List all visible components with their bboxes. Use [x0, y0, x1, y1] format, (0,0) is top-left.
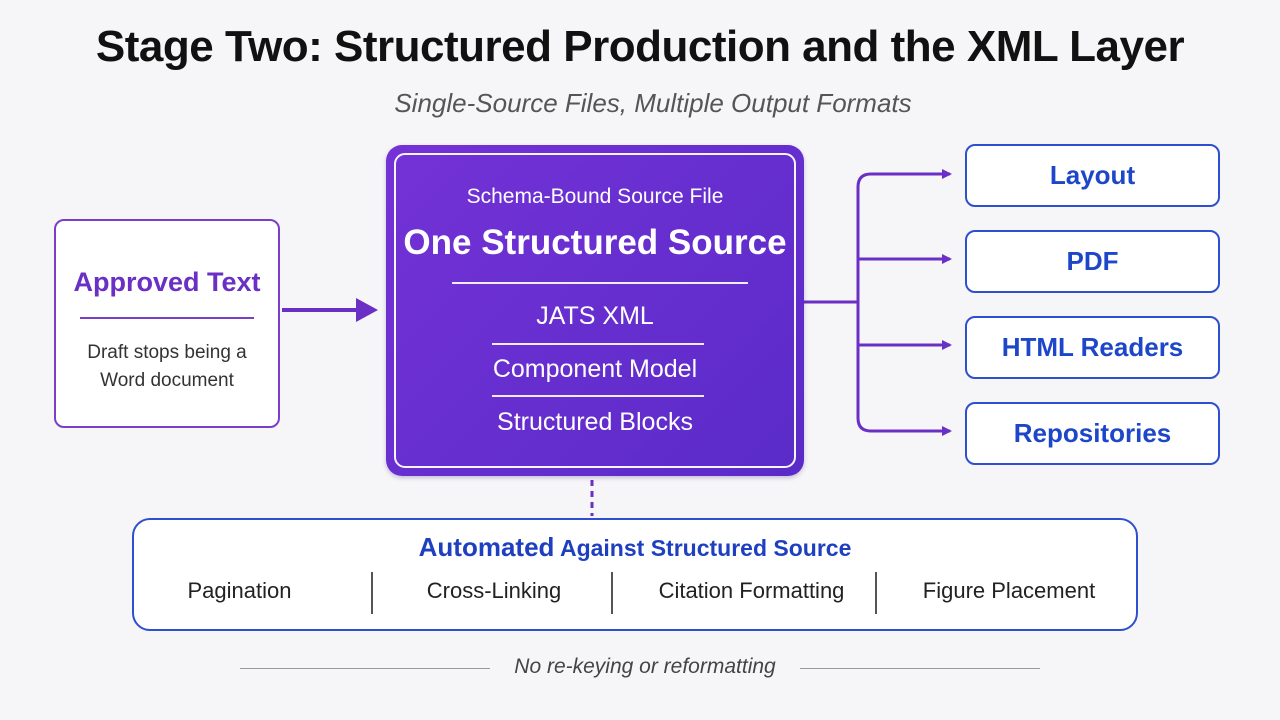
structured-source-inner-frame: [394, 153, 796, 468]
footer-note: No re-keying or reformatting: [514, 655, 776, 678]
output-bus: [856, 172, 872, 433]
task-citation-formatting: Citation Formatting: [658, 578, 845, 603]
footer-rule-right: [800, 668, 1040, 669]
automation-title-lead: Automated: [418, 532, 555, 562]
source-item-component-model: Component Model: [492, 355, 698, 383]
output-pdf: PDF: [965, 230, 1220, 293]
automation-title-rest: Against Structured Source: [559, 535, 852, 561]
footer-rule-left: [240, 668, 490, 669]
source-item-rule: [492, 395, 704, 397]
approved-text-divider: [80, 317, 254, 319]
automation-title: Automated Against Structured Source: [134, 532, 1136, 563]
source-item-jats: JATS XML: [536, 302, 654, 330]
source-item-structured-blocks: Structured Blocks: [497, 408, 693, 436]
source-kicker: Schema-Bound Source File: [466, 185, 724, 208]
page-title: Stage Two: Structured Production and the…: [95, 22, 1185, 71]
approved-text-title: Approved Text: [73, 267, 261, 297]
page-subtitle: Single-Source Files, Multiple Output For…: [394, 88, 912, 118]
structured-source-box: Schema-Bound Source File One Structured …: [386, 145, 804, 476]
task-figure-placement: Figure Placement: [922, 578, 1096, 603]
source-title-rule: [452, 282, 748, 284]
task-pagination: Pagination: [187, 578, 292, 603]
task-separator: [875, 572, 877, 614]
source-title: One Structured Source: [403, 223, 787, 262]
output-layout: Layout: [965, 144, 1220, 207]
approved-text-box: Approved Text Draft stops being a Word d…: [54, 219, 280, 428]
task-cross-linking: Cross-Linking: [426, 578, 562, 603]
automation-box: Automated Against Structured Source Pagi…: [132, 518, 1138, 631]
output-repositories: Repositories: [965, 402, 1220, 465]
source-item-rule: [492, 343, 704, 345]
task-separator: [611, 572, 613, 614]
task-separator: [371, 572, 373, 614]
output-html-readers: HTML Readers: [965, 316, 1220, 379]
input-to-source-arrowhead: [356, 298, 378, 322]
approved-text-description: Draft stops being a Word document: [87, 342, 247, 391]
